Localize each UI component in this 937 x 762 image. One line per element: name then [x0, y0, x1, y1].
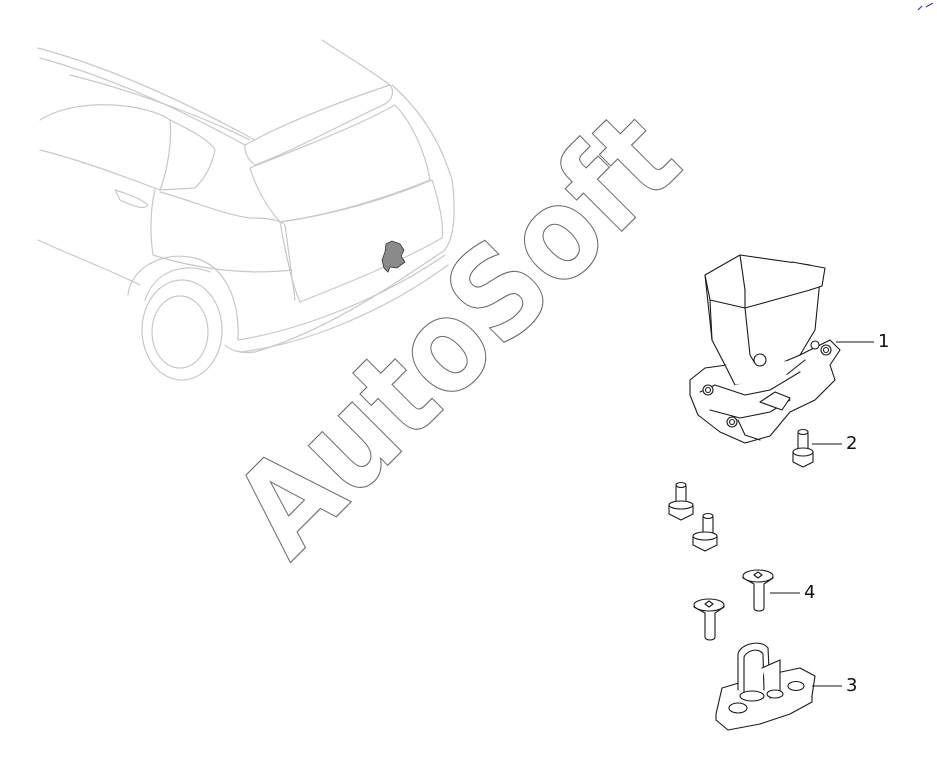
watermark: AutoSoft: [206, 83, 708, 585]
callout-1: 1: [878, 331, 890, 352]
striker: [715, 642, 816, 731]
leader-lines: [770, 341, 874, 687]
striker-screw: [742, 569, 774, 612]
latch-bolt: [692, 512, 718, 552]
corner-mark: [917, 2, 934, 11]
watermark-text: AutoSoft: [207, 84, 708, 585]
striker-screw: [693, 598, 725, 641]
latch-assembly: [689, 254, 841, 444]
latch-bolt: [668, 481, 694, 521]
vehicle-outline: [37, 39, 455, 381]
callout-2: 2: [846, 433, 858, 454]
latch-bolt: [792, 428, 814, 468]
callout-4: 4: [804, 582, 816, 603]
callout-3: 3: [846, 675, 858, 696]
latch-location-highlight: [381, 240, 406, 273]
